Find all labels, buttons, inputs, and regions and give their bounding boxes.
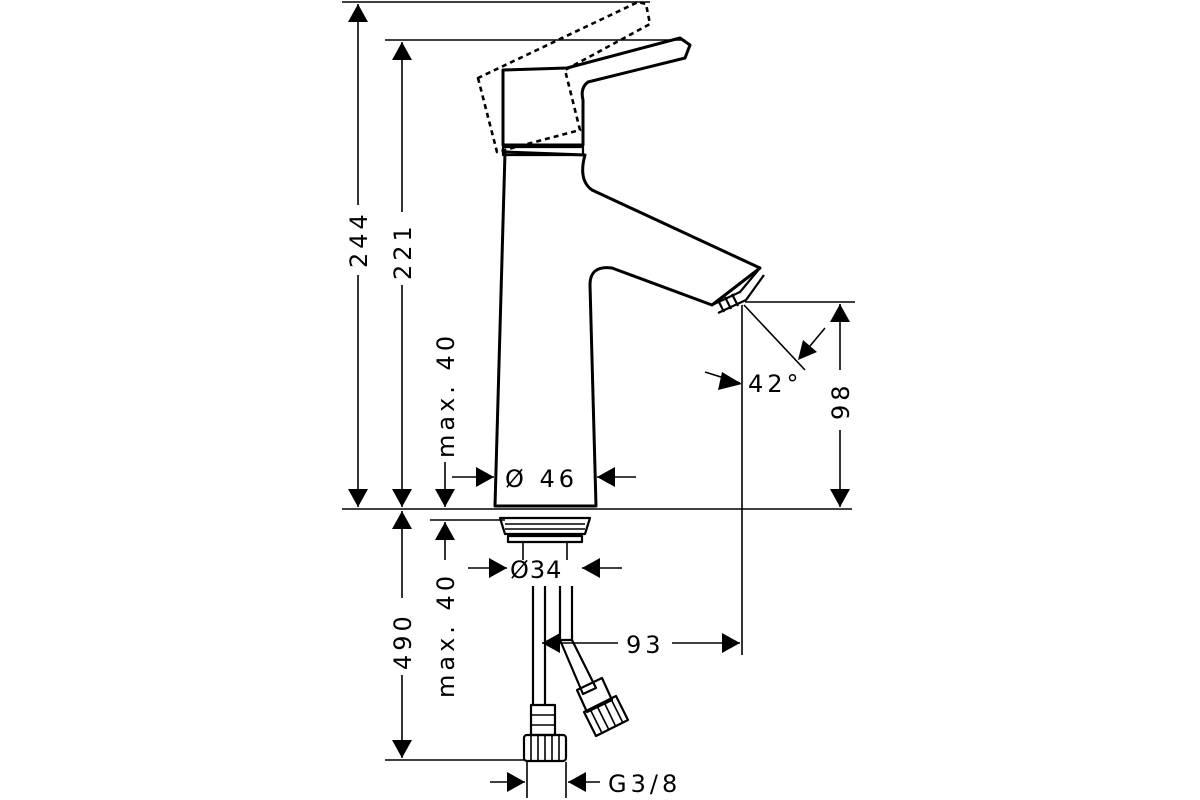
mounting-assembly — [498, 516, 630, 763]
dim-spout-top-height: 221 — [389, 42, 417, 507]
dim-spout-angle: 42° — [704, 304, 826, 398]
faucet-body — [493, 36, 765, 508]
dim-total-height: 244 — [345, 4, 373, 507]
dim-body-diameter: Ø 46 — [452, 465, 636, 493]
dim-spout-angle-label: 42° — [748, 370, 803, 398]
handle-open-position — [476, 0, 652, 154]
extension-lines — [342, 1, 855, 798]
dim-outlet-height-label: 98 — [827, 381, 855, 420]
dim-hose-length: 490 — [389, 511, 417, 758]
dim-deck-max-top: max. 40 — [432, 332, 460, 507]
dim-deck-max-top-label: max. 40 — [432, 332, 460, 458]
dim-total-height-label: 244 — [345, 210, 373, 268]
dim-connection: G3/8 — [490, 770, 681, 798]
dim-reach: 93 — [542, 631, 740, 659]
dim-shank-diameter: Ø34 — [468, 556, 622, 584]
dim-reach-label: 93 — [626, 631, 665, 659]
dim-deck-max-bottom-label: max. 40 — [432, 572, 460, 698]
dim-body-diameter-label: Ø 46 — [505, 465, 578, 493]
dim-spout-top-height-label: 221 — [389, 222, 417, 280]
dim-hose-length-label: 490 — [389, 612, 417, 670]
dim-connection-label: G3/8 — [608, 770, 681, 798]
dim-deck-max-bottom: max. 40 — [432, 522, 460, 698]
dim-shank-diameter-label: Ø34 — [510, 556, 562, 584]
dim-outlet-height: 98 — [827, 304, 855, 507]
